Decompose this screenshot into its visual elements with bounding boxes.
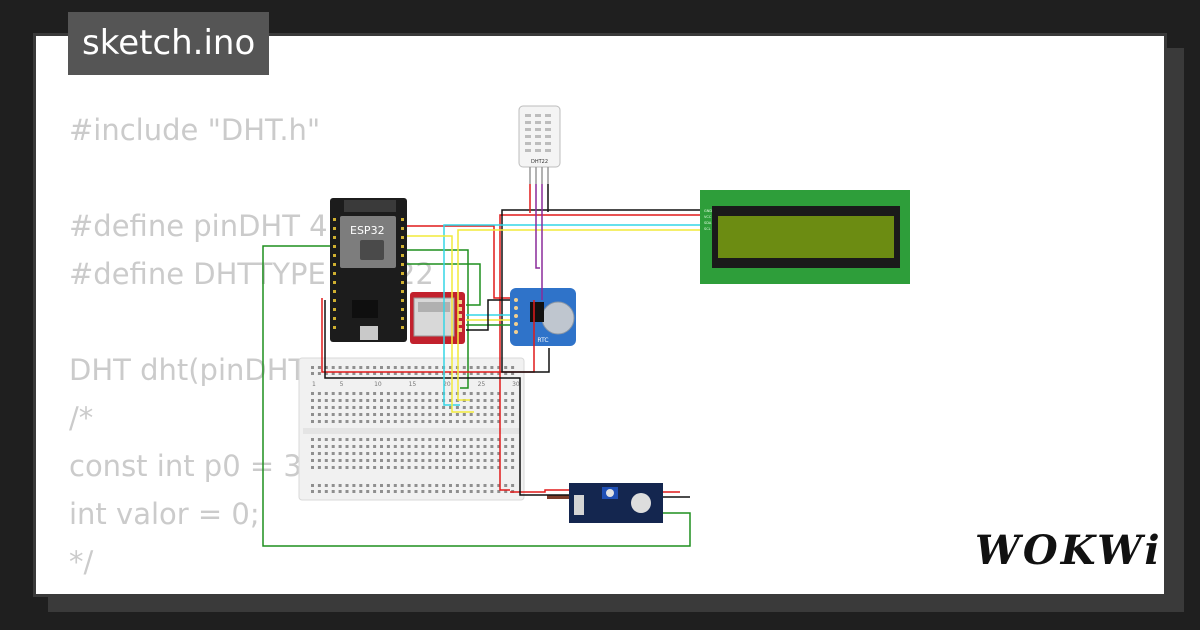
breadboard-column-number: 1 <box>312 381 316 388</box>
code-line: #define pinDHT 4 <box>69 209 328 243</box>
lcd-pin-label: SCL <box>704 227 711 231</box>
code-line: */ <box>69 545 94 579</box>
wiring <box>262 184 700 547</box>
sd-card-module-icon <box>410 292 465 344</box>
breadboard-column-number: 10 <box>374 381 382 388</box>
esp32-board-icon: ESP32 <box>330 198 407 342</box>
sketch-title: sketch.ino <box>68 12 270 75</box>
lcd-display-icon: GND VCC SDA SCL <box>700 190 910 284</box>
rtc-module-icon: RTC <box>510 288 576 346</box>
preview-card: #include "DHT.h" #define pinDHT 4#define… <box>33 33 1167 597</box>
dht22-sensor-icon: DHT22 <box>518 105 561 184</box>
breadboard-column-number: 15 <box>409 381 417 388</box>
esp32-label: ESP32 <box>350 224 385 237</box>
code-line: int valor = 0; <box>69 497 260 531</box>
dht-label: DHT22 <box>531 159 548 165</box>
breadboard-column-number: 5 <box>340 381 344 388</box>
lcd-pin-label: SDA <box>704 221 712 225</box>
rtc-label: RTC <box>537 337 548 344</box>
lcd-pin-label: GND <box>704 209 712 213</box>
code-line: #include <Adafruit_MPU6050.h> <box>69 586 551 594</box>
breadboard-column-number: 30 <box>512 381 520 388</box>
lcd-pin-label: VCC <box>704 215 712 219</box>
code-line: /* <box>69 401 94 435</box>
breadboard-column-number: 25 <box>478 381 486 388</box>
breadboard-column-number: 20 <box>443 381 451 388</box>
light-sensor-icon <box>547 483 663 523</box>
code-line: #include "DHT.h" <box>69 113 321 147</box>
wokwi-logo: WOKWi <box>975 527 1163 574</box>
